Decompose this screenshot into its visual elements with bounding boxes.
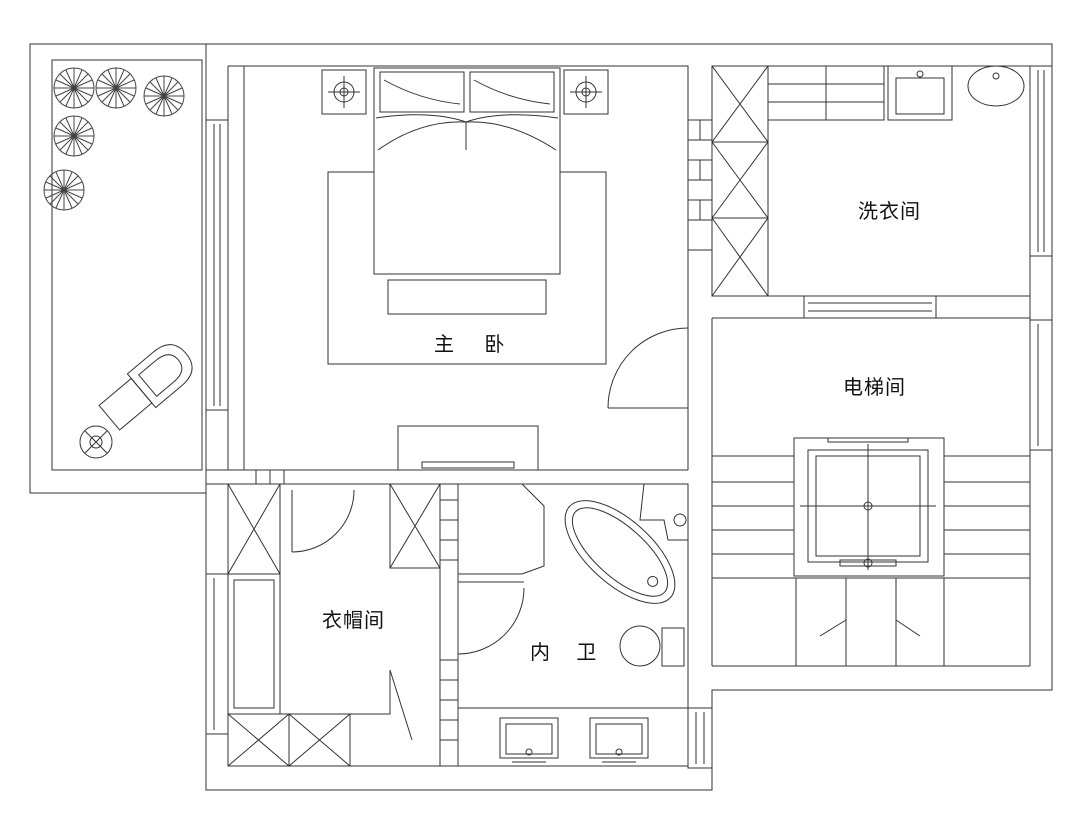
- sink-icon: [888, 66, 1024, 120]
- closet-wardrobes: [228, 484, 440, 766]
- windows: [206, 66, 1052, 768]
- elevator-icon: [794, 438, 944, 576]
- room-label-ensuite-bathroom: 内 卫: [530, 640, 607, 664]
- room-label-laundry-room: 洗衣间: [858, 199, 921, 223]
- bath-door: [458, 588, 524, 654]
- room-label-walk-in-closet: 衣帽间: [322, 608, 385, 632]
- laundry-cabinet: [712, 66, 884, 296]
- room-label-master-bedroom: 主 卧: [434, 332, 517, 356]
- room-label-elevator-room: 电梯间: [843, 375, 906, 399]
- plant-icon: [44, 68, 184, 210]
- shower-area: [458, 484, 544, 582]
- bed-icon: [374, 68, 560, 314]
- toilet-icon: [620, 626, 684, 666]
- bedroom-door: [608, 328, 688, 412]
- bathtub-icon: [548, 483, 692, 622]
- closet-door: [292, 490, 354, 552]
- tv-cabinet: [398, 426, 538, 470]
- sink-icon: [458, 708, 688, 762]
- lounge-chair-icon: [80, 337, 200, 458]
- lamp-icon: [322, 70, 608, 114]
